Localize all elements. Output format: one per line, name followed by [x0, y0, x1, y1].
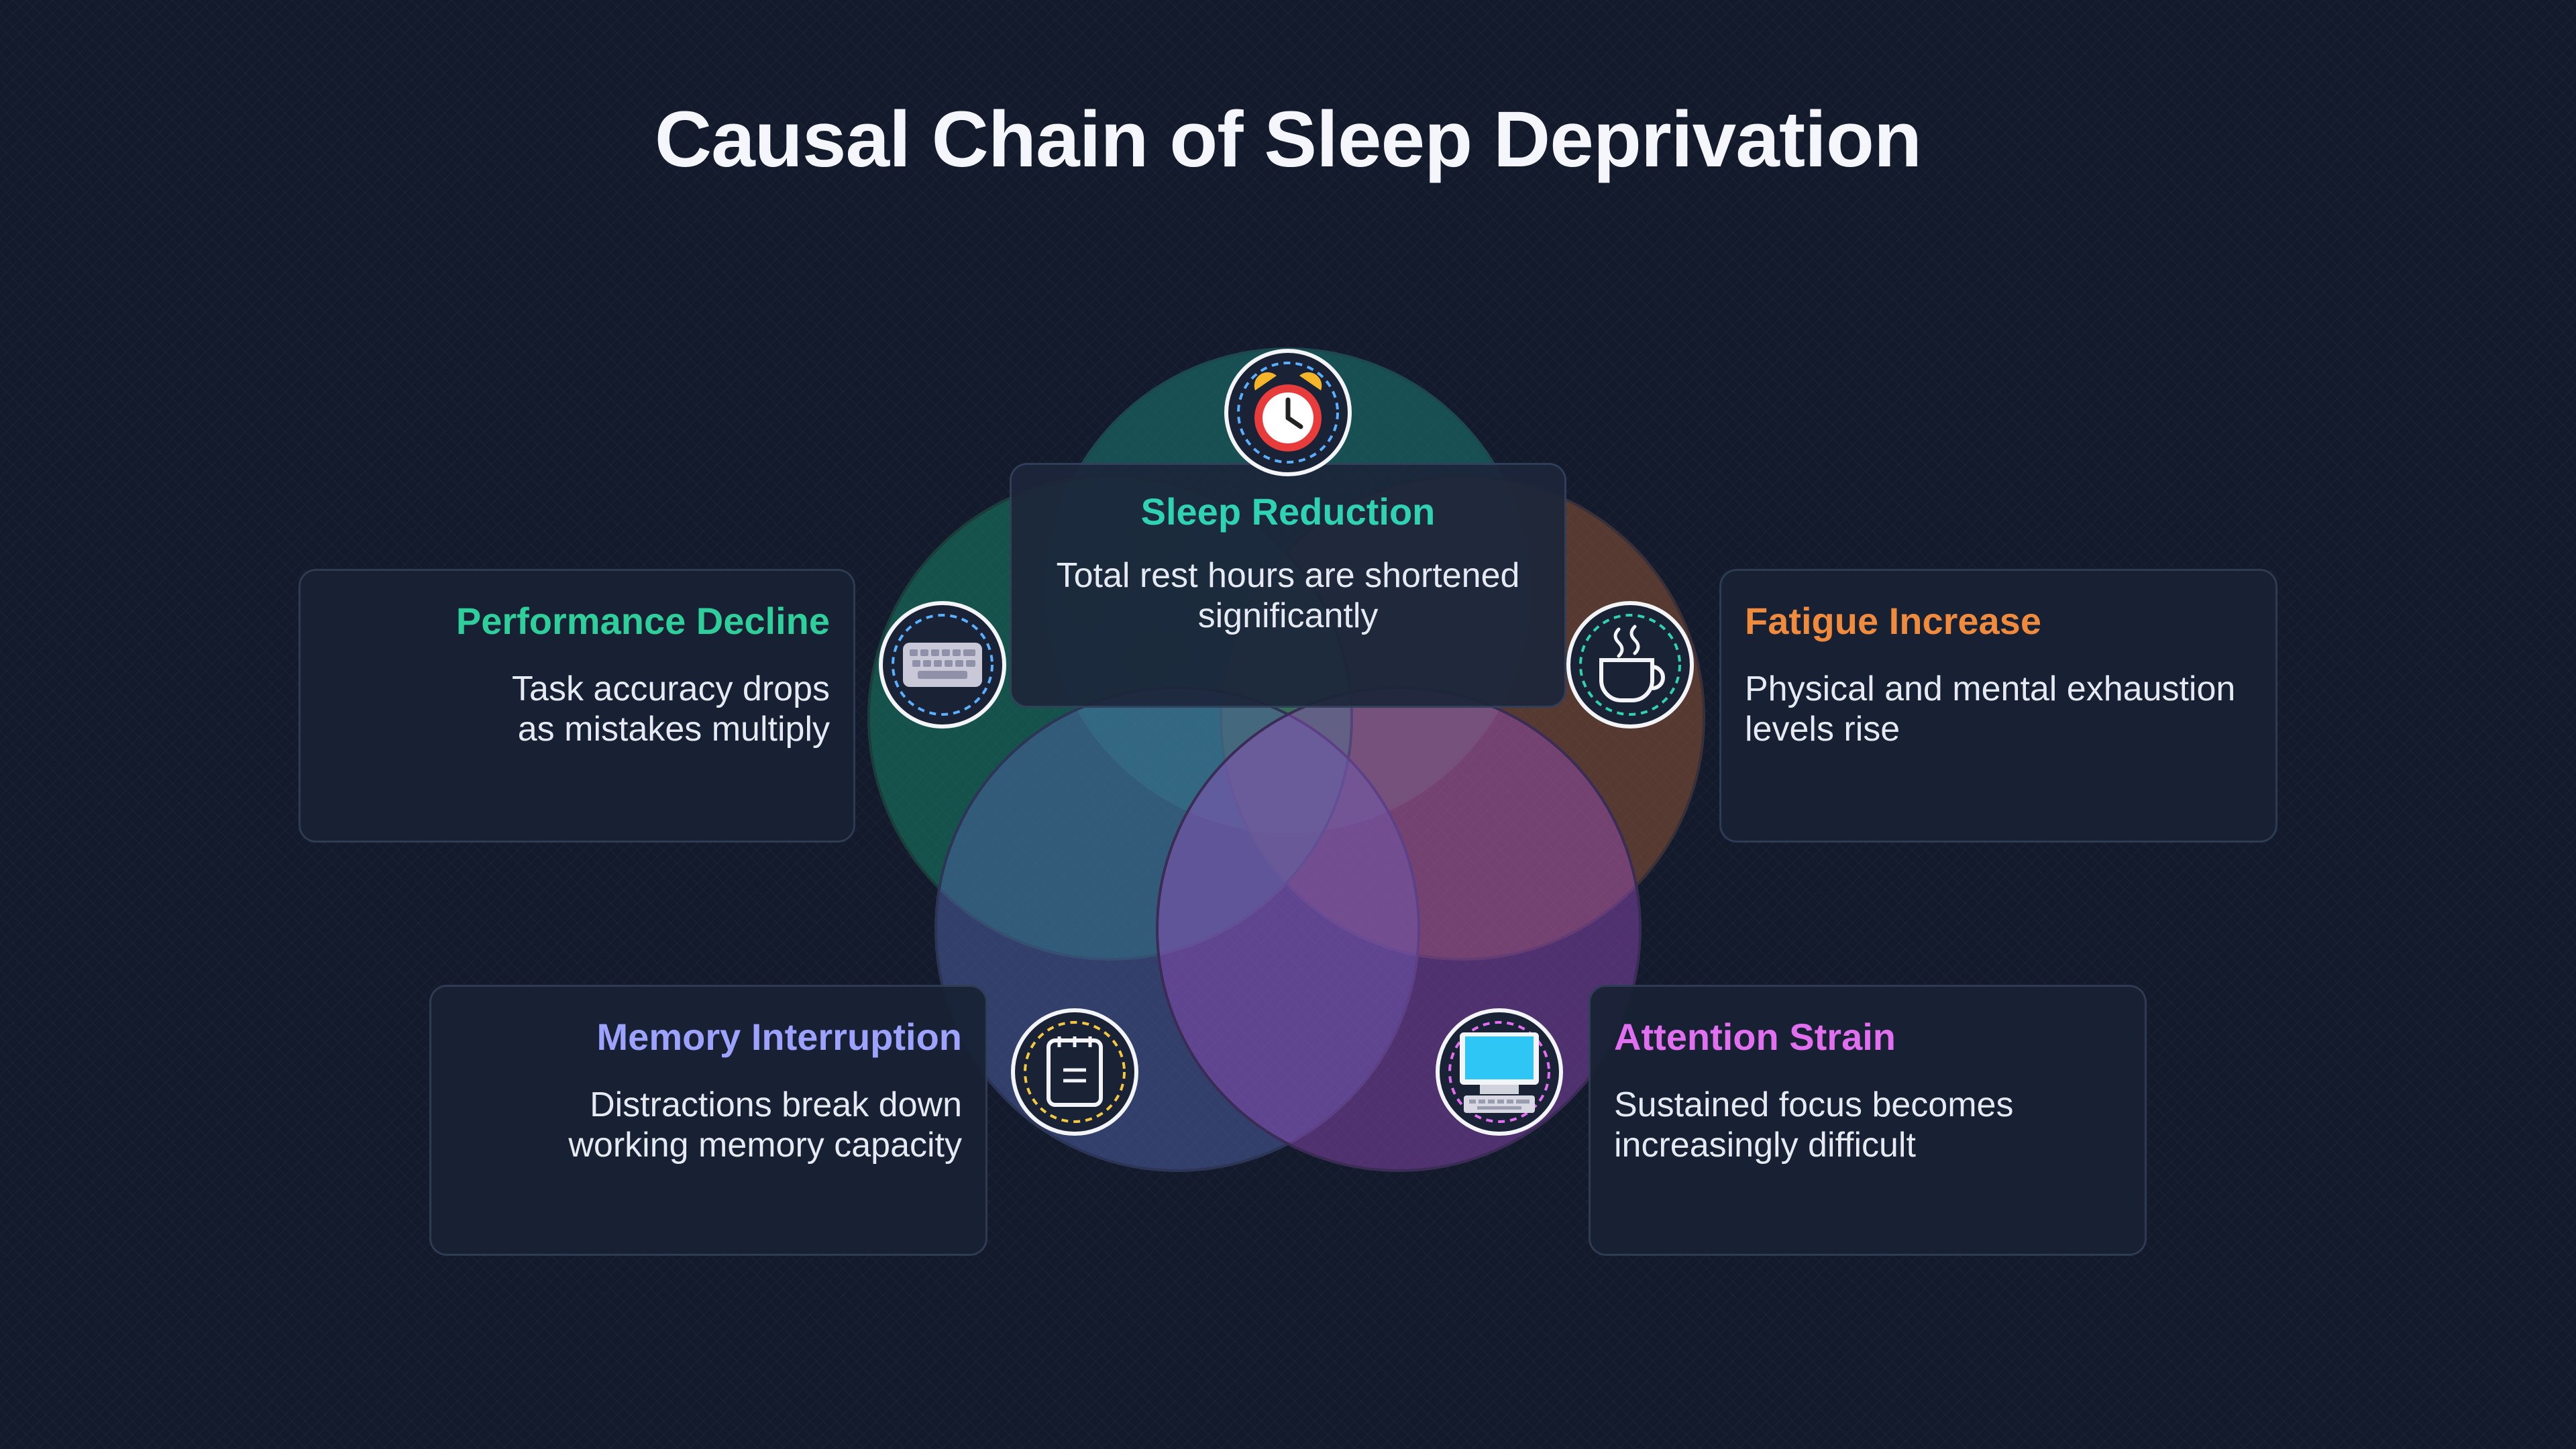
sleep-reduction-description: Total rest hours are shortened significa… — [1056, 556, 1520, 635]
attention-strain-title: Attention Strain — [1614, 1016, 1896, 1058]
card-memory-interruption: Memory Interruption Distractions break d… — [429, 985, 987, 1256]
performance-decline-title: Performance Decline — [455, 600, 830, 642]
venn-circle-attention — [1156, 686, 1642, 1172]
notepad-icon — [1011, 1008, 1138, 1136]
attention-strain-description: Sustained focus becomes increasingly dif… — [1614, 1085, 2014, 1165]
card-fatigue-increase: Fatigue Increase Physical and mental exh… — [1719, 569, 2277, 843]
keyboard-icon — [879, 601, 1006, 729]
sleep-reduction-title: Sleep Reduction — [1140, 490, 1436, 533]
fatigue-increase-title: Fatigue Increase — [1745, 600, 2041, 642]
memory-interruption-title: Memory Interruption — [596, 1016, 962, 1058]
fatigue-increase-description: Physical and mental exhaustion levels ri… — [1745, 669, 2236, 749]
computer-icon — [1436, 1008, 1563, 1136]
card-performance-decline: Performance Decline Task accuracy drops … — [299, 569, 855, 843]
page-title: Causal Chain of Sleep Deprivation — [654, 95, 1922, 184]
card-sleep-reduction: Sleep Reduction Total rest hours are sho… — [1010, 463, 1566, 708]
memory-interruption-description: Distractions break down working memory c… — [568, 1085, 962, 1165]
card-attention-strain: Attention Strain Sustained focus becomes… — [1589, 985, 2147, 1256]
alarm-clock-icon — [1224, 349, 1352, 476]
coffee-cup-icon — [1566, 601, 1694, 729]
performance-decline-description: Task accuracy drops as mistakes multiply — [512, 669, 830, 749]
